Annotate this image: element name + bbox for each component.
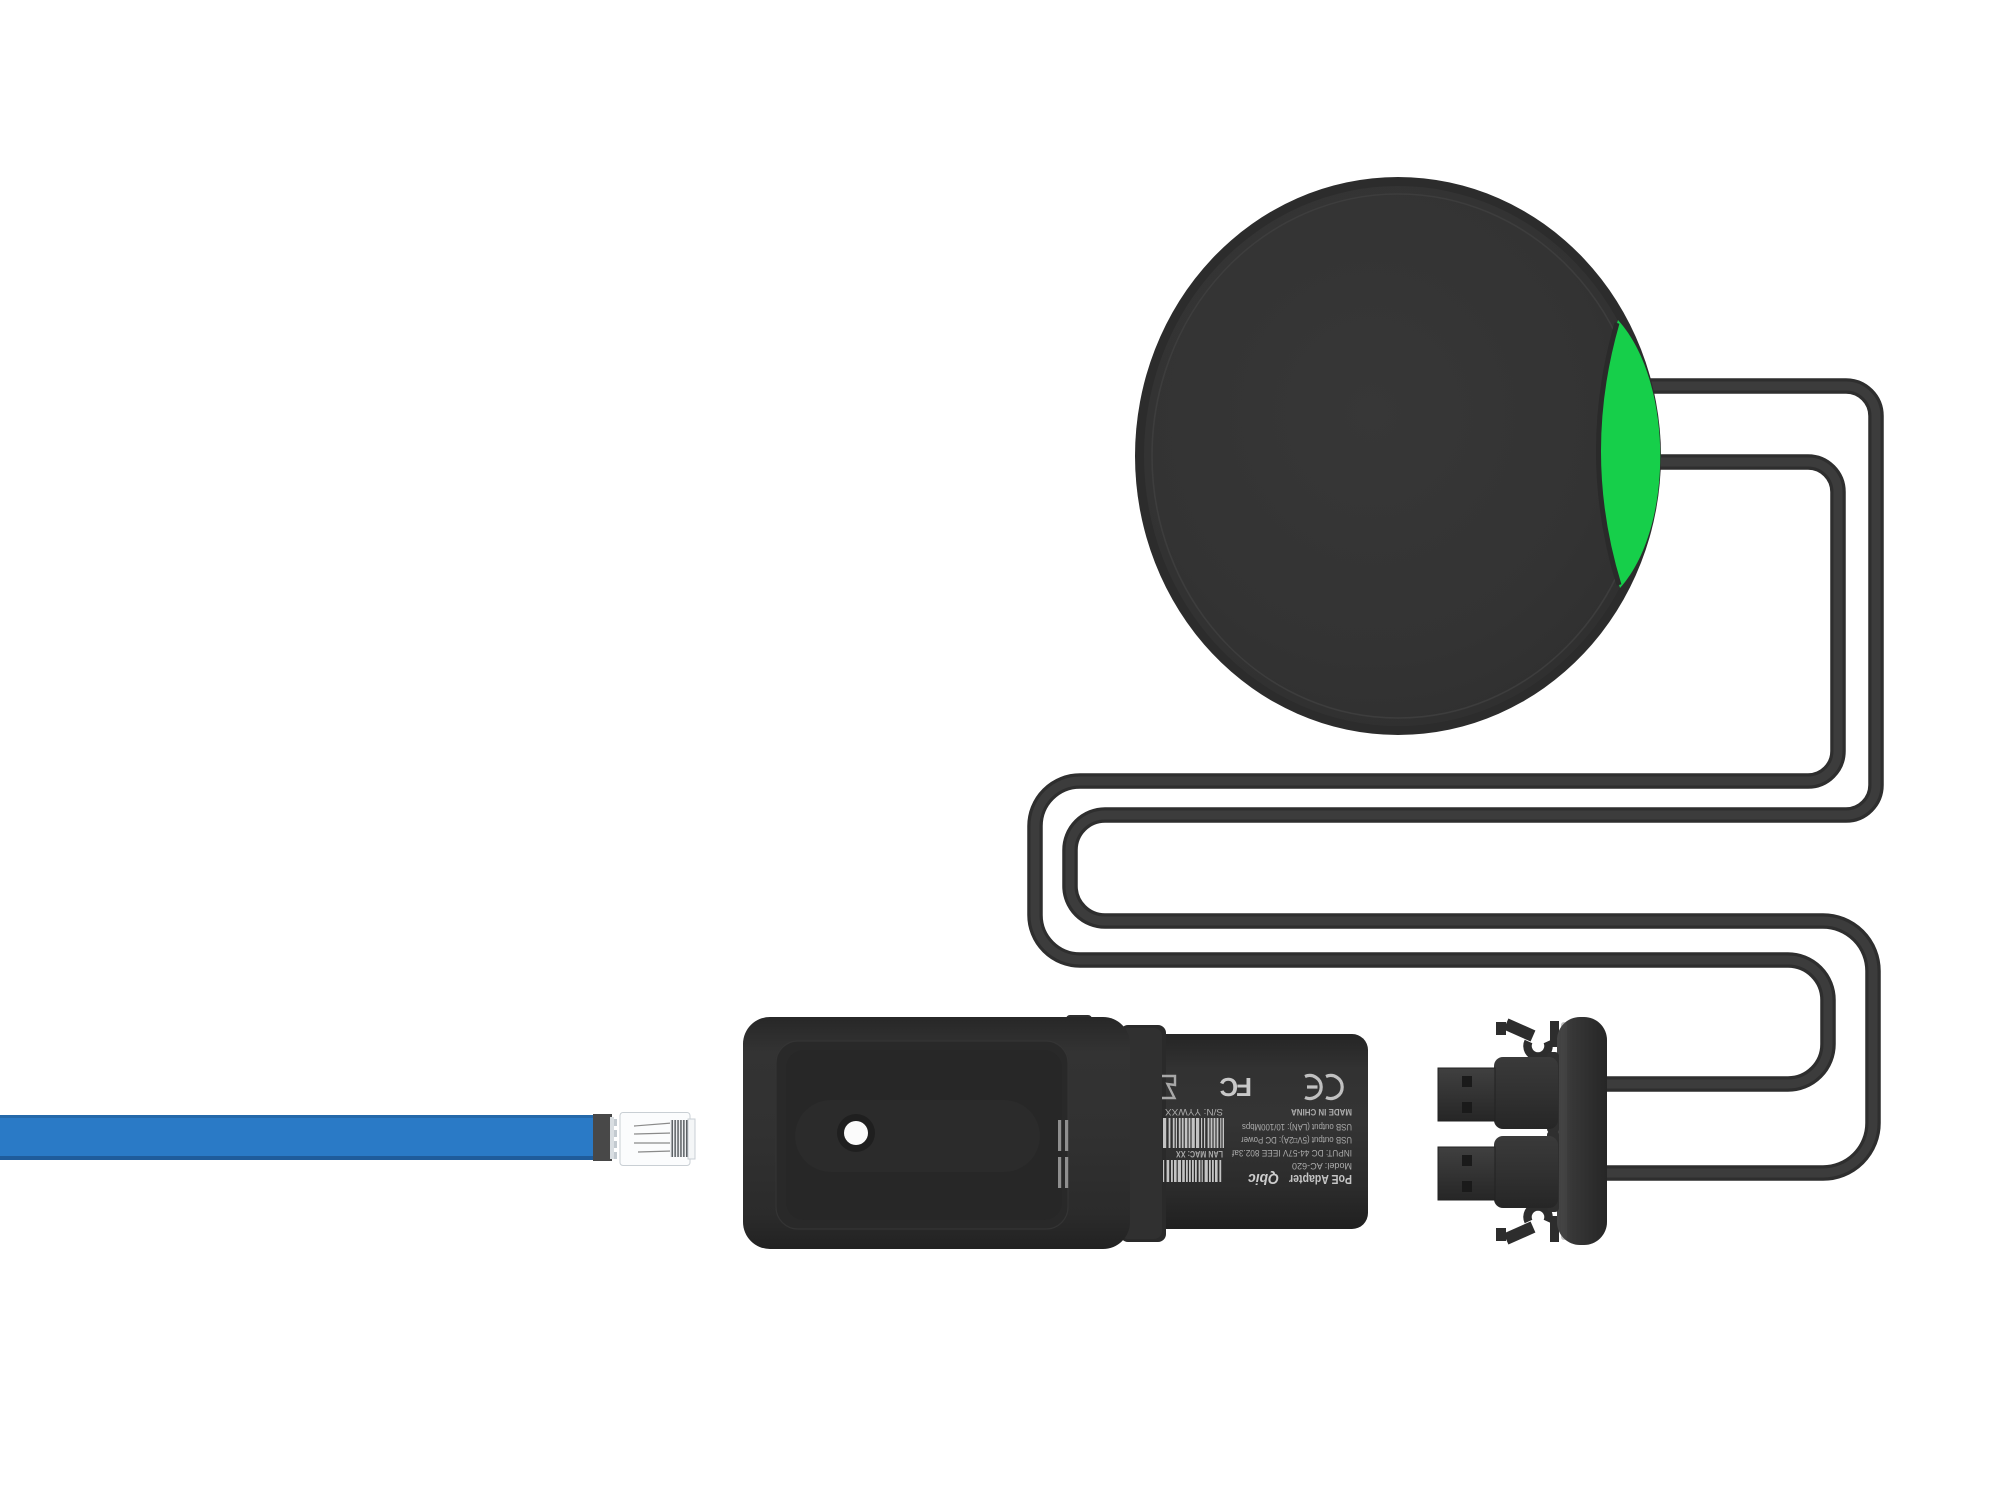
svg-text:USB output (LAN): 10/100Mbps: USB output (LAN): 10/100Mbps [1241,1122,1352,1132]
svg-text:Model: AC-620: Model: AC-620 [1292,1161,1352,1171]
svg-text:S/N: YYWXX: S/N: YYWXX [1165,1107,1223,1117]
svg-text:MADE IN CHINA: MADE IN CHINA [1290,1107,1352,1117]
svg-text:INPUT: DC 44-57V IEEE 802.3af: INPUT: DC 44-57V IEEE 802.3af [1231,1148,1352,1158]
svg-text:Qbic: Qbic [1247,1170,1279,1187]
svg-text:PoE Adapter: PoE Adapter [1289,1172,1352,1186]
svg-text:LAN MAC: XX: LAN MAC: XX [1176,1149,1223,1159]
svg-text:FC: FC [1219,1072,1252,1102]
svg-text:USB output (5V⌑2A): DC Power: USB output (5V⌑2A): DC Power [1241,1135,1352,1145]
